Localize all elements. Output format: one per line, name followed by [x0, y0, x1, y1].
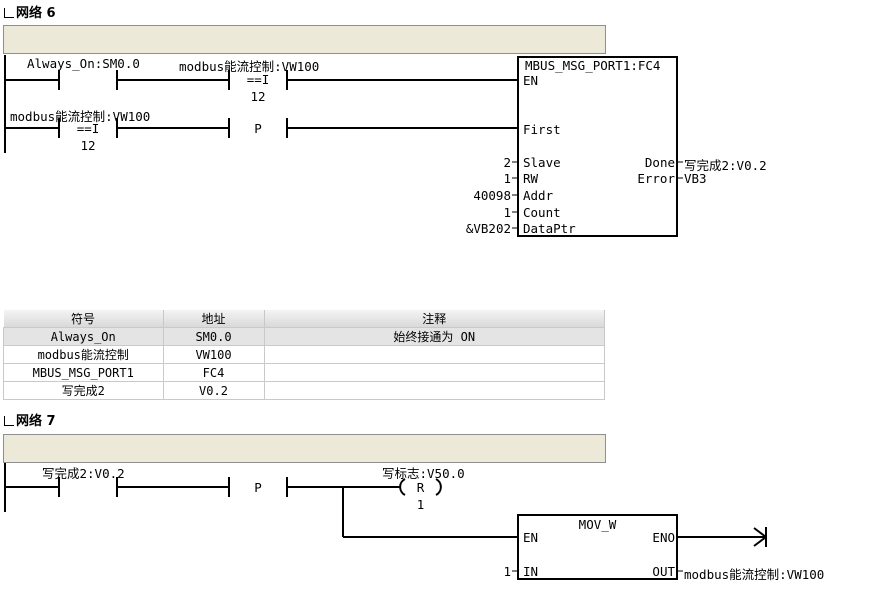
cell-address: SM0.0: [162, 327, 265, 346]
network-7-title[interactable]: 网络 7: [4, 410, 56, 429]
pin-en: EN: [523, 530, 539, 545]
compare-value-2: 12: [80, 138, 96, 153]
contact-always-on-label: Always_On:SM0.0: [27, 56, 140, 71]
collapse-toggle-icon[interactable]: [4, 416, 14, 426]
contact-write-done-label: 写完成2:V0.2: [42, 466, 125, 481]
mbus-msg-block: [517, 56, 678, 237]
operand-count[interactable]: 1: [503, 205, 511, 220]
operand-rw[interactable]: 1: [503, 171, 511, 186]
cell-symbol: MBUS_MSG_PORT1: [3, 363, 164, 382]
pin-count: Count: [523, 205, 561, 220]
compare-value: 12: [250, 89, 266, 104]
network-7-comment-box[interactable]: [3, 434, 606, 463]
operand-done[interactable]: 写完成2:V0.2: [684, 158, 767, 173]
compare-operator-2: ==I: [76, 121, 100, 136]
compare-operator: ==I: [246, 72, 270, 87]
positive-transition-contact[interactable]: P: [254, 480, 262, 495]
network-6-title[interactable]: 网络 6: [4, 2, 56, 21]
operand-error[interactable]: VB3: [684, 171, 707, 186]
pin-first: First: [523, 122, 561, 137]
contact-modbus-compare-label: modbus能流控制:VW100: [179, 59, 320, 74]
cell-comment: [263, 363, 605, 382]
table-row[interactable]: Always_On SM0.0 始终接通为 ON: [3, 327, 605, 346]
pin-addr: Addr: [523, 188, 554, 203]
table-row[interactable]: 写完成2 V0.2: [3, 381, 605, 400]
cell-comment: [263, 381, 605, 400]
col-comment[interactable]: 注释: [264, 310, 605, 328]
cell-address: VW100: [162, 345, 265, 364]
symbol-table: 符号 地址 注释 Always_On SM0.0 始终接通为 ON modbus…: [3, 310, 605, 400]
operand-dataptr[interactable]: &VB202: [465, 221, 511, 236]
pin-eno: ENO: [652, 530, 675, 545]
cell-address: V0.2: [162, 381, 265, 400]
cell-comment: 始终接通为 ON: [263, 327, 605, 346]
positive-transition-contact[interactable]: P: [254, 121, 262, 136]
pin-done: Done: [644, 155, 675, 170]
table-row[interactable]: MBUS_MSG_PORT1 FC4: [3, 363, 605, 382]
col-address[interactable]: 地址: [163, 310, 265, 328]
collapse-toggle-icon[interactable]: [4, 8, 14, 18]
cell-symbol: Always_On: [3, 327, 164, 346]
pin-out: OUT: [652, 564, 675, 579]
pin-in: IN: [523, 564, 539, 579]
symbol-table-header: 符号 地址 注释: [3, 310, 605, 328]
operand-slave[interactable]: 2: [503, 155, 511, 170]
operand-out[interactable]: modbus能流控制:VW100: [684, 567, 825, 582]
operand-in[interactable]: 1: [503, 564, 511, 579]
pin-dataptr: DataPtr: [523, 221, 576, 236]
table-row[interactable]: modbus能流控制 VW100: [3, 345, 605, 364]
reset-coil[interactable]: R: [416, 480, 425, 495]
mov-block-title[interactable]: MOV_W: [578, 517, 617, 532]
coil-label: 写标志:V50.0: [382, 466, 465, 481]
pin-rw: RW: [523, 171, 539, 186]
pin-slave: Slave: [523, 155, 561, 170]
cell-symbol: modbus能流控制: [3, 345, 164, 364]
cell-comment: [263, 345, 605, 364]
pin-en: EN: [523, 73, 539, 88]
block-title[interactable]: MBUS_MSG_PORT1:FC4: [525, 58, 661, 73]
reset-coil-count: 1: [416, 497, 425, 512]
operand-addr[interactable]: 40098: [473, 188, 511, 203]
pin-error: Error: [637, 171, 675, 186]
cell-symbol: 写完成2: [3, 381, 164, 400]
cell-address: FC4: [162, 363, 265, 382]
mov-w-block: [517, 514, 678, 580]
network-6-comment-box[interactable]: [3, 25, 606, 54]
col-symbol[interactable]: 符号: [3, 310, 164, 328]
contact-modbus-compare-label-2: modbus能流控制:VW100: [10, 109, 151, 124]
